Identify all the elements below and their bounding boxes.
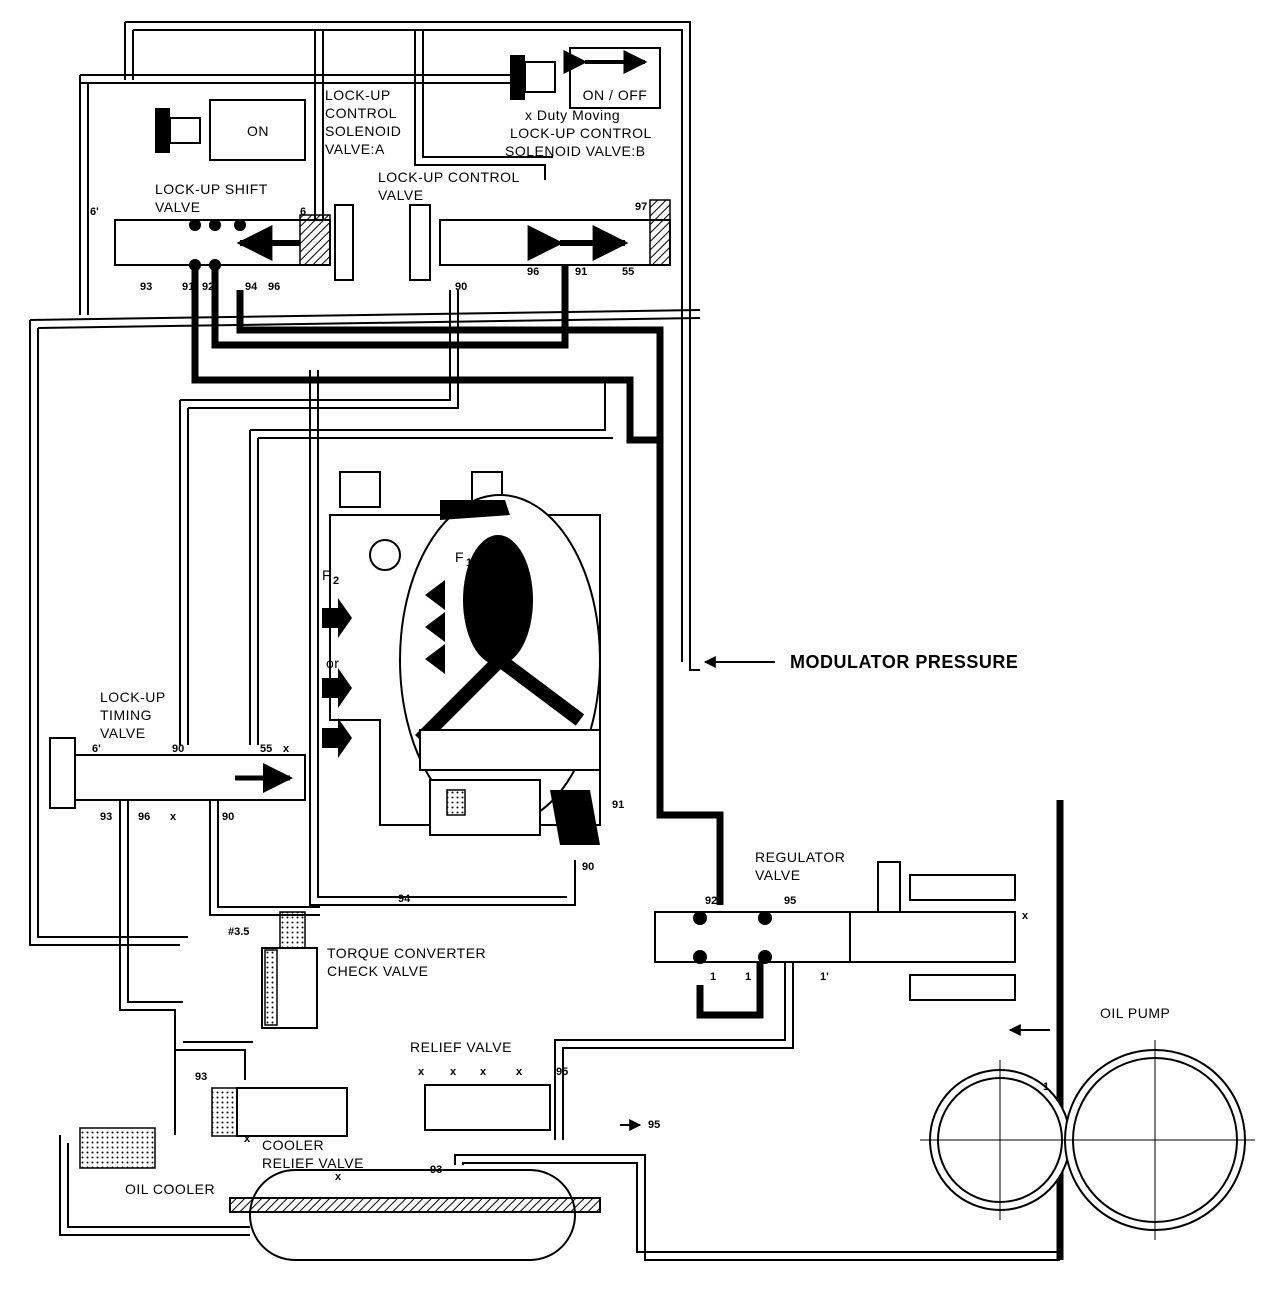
- lock-up-shift-valve: LOCK-UP SHIFT VALVE 6' 6 93 91 92 94 96: [90, 181, 354, 293]
- oil-pump: OIL PUMP 1: [920, 1005, 1255, 1240]
- force-f2: F: [322, 567, 331, 583]
- svg-text:x: x: [283, 743, 290, 755]
- svg-text:96: 96: [268, 281, 280, 293]
- solenoid-a-label: LOCK-UP CONTROL SOLENOID VALVE:A: [325, 87, 401, 157]
- svg-text:CONTROL: CONTROL: [325, 105, 397, 121]
- svg-text:2: 2: [333, 575, 339, 587]
- svg-text:1: 1: [1043, 1081, 1049, 1093]
- relief-valve: RELIEF VALVE x x x x 95 95: [410, 1039, 660, 1131]
- pipe-network-thick: [191, 260, 1064, 1260]
- svg-text:92: 92: [202, 281, 214, 293]
- solenoid-b-state: ON / OFF: [583, 87, 648, 103]
- svg-text:LOCK-UP CONTROL: LOCK-UP CONTROL: [510, 125, 652, 141]
- lock-up-control-valve: LOCK-UP CONTROL VALVE 97 90 96 91 55: [378, 169, 671, 293]
- solenoid-b-label: x Duty Moving LOCK-UP CONTROL SOLENOID V…: [505, 107, 652, 159]
- svg-text:TORQUE CONVERTER: TORQUE CONVERTER: [327, 945, 486, 961]
- svg-text:90: 90: [582, 861, 594, 873]
- svg-text:6: 6: [300, 206, 306, 218]
- lock-up-timing-valve: LOCK-UP TIMING VALVE 6' 90 55 x 93 96 x …: [49, 689, 306, 823]
- svg-text:CHECK VALVE: CHECK VALVE: [327, 963, 428, 979]
- svg-text:VALVE: VALVE: [100, 725, 146, 741]
- torque-converter: F 1 F 2 or 91 90 94: [322, 471, 624, 905]
- svg-text:93: 93: [195, 1071, 207, 1083]
- oil-cooler: OIL COOLER 93 x: [79, 1127, 601, 1261]
- svg-text:OIL PUMP: OIL PUMP: [1100, 1005, 1170, 1021]
- svg-text:VALVE: VALVE: [155, 199, 201, 215]
- svg-text:1: 1: [466, 557, 472, 569]
- svg-text:COOLER: COOLER: [262, 1137, 324, 1153]
- svg-text:95: 95: [784, 895, 796, 907]
- svg-text:OIL COOLER: OIL COOLER: [125, 1181, 215, 1197]
- svg-text:90: 90: [172, 743, 184, 755]
- svg-text:REGULATOR: REGULATOR: [755, 849, 845, 865]
- svg-text:x: x: [170, 811, 177, 823]
- pipe-network-thin: [29, 21, 1060, 1261]
- svg-text:VALVE: VALVE: [378, 187, 424, 203]
- svg-text:#3.5: #3.5: [228, 926, 249, 938]
- svg-text:92: 92: [705, 895, 717, 907]
- svg-text:93: 93: [100, 811, 112, 823]
- svg-text:1': 1': [820, 971, 829, 983]
- svg-text:94: 94: [245, 281, 258, 293]
- svg-text:x: x: [1022, 910, 1029, 922]
- torque-converter-check-valve: #3.5 TORQUE CONVERTER CHECK VALVE: [228, 911, 486, 1029]
- svg-text:6': 6': [90, 206, 99, 218]
- svg-text:LOCK-UP CONTROL: LOCK-UP CONTROL: [378, 169, 520, 185]
- svg-text:95: 95: [648, 1119, 660, 1131]
- svg-text:MODULATOR PRESSURE: MODULATOR PRESSURE: [790, 652, 1018, 672]
- solenoid-valve-a: ON: [155, 99, 306, 161]
- svg-text:SOLENOID: SOLENOID: [325, 123, 401, 139]
- svg-text:55: 55: [260, 743, 272, 755]
- svg-text:x: x: [516, 1066, 523, 1078]
- svg-text:91: 91: [575, 266, 587, 278]
- svg-text:6': 6': [92, 743, 101, 755]
- svg-text:x: x: [244, 1133, 251, 1145]
- force-f1: F: [455, 549, 464, 565]
- svg-text:VALVE: VALVE: [755, 867, 801, 883]
- svg-text:95: 95: [556, 1066, 568, 1078]
- svg-text:91: 91: [182, 281, 194, 293]
- svg-text:or: or: [326, 655, 339, 671]
- modulator-pressure-callout: MODULATOR PRESSURE: [703, 652, 1018, 672]
- svg-text:x: x: [335, 1171, 342, 1183]
- svg-text:1: 1: [710, 971, 716, 983]
- svg-text:90: 90: [455, 281, 467, 293]
- svg-text:LOCK-UP: LOCK-UP: [325, 87, 391, 103]
- cooler-relief-valve: 93 x COOLER RELIEF VALVE: [195, 1071, 364, 1171]
- solenoid-valve-b: ON / OFF: [510, 47, 661, 109]
- svg-text:RELIEF VALVE: RELIEF VALVE: [410, 1039, 512, 1055]
- svg-text:96: 96: [527, 266, 539, 278]
- svg-text:LOCK-UP SHIFT: LOCK-UP SHIFT: [155, 181, 268, 197]
- svg-text:93: 93: [140, 281, 152, 293]
- regulator-valve: REGULATOR VALVE 92 95 x 1 1 1': [654, 849, 1029, 1001]
- svg-text:x: x: [450, 1066, 457, 1078]
- svg-text:x: x: [480, 1066, 487, 1078]
- svg-text:55: 55: [622, 266, 634, 278]
- svg-text:97: 97: [635, 201, 647, 213]
- svg-text:LOCK-UP: LOCK-UP: [100, 689, 166, 705]
- svg-text:VALVE:A: VALVE:A: [325, 141, 385, 157]
- svg-text:91: 91: [612, 799, 624, 811]
- svg-text:x Duty Moving: x Duty Moving: [525, 107, 620, 123]
- svg-text:96: 96: [138, 811, 150, 823]
- svg-text:1: 1: [745, 971, 751, 983]
- svg-text:SOLENOID VALVE:B: SOLENOID VALVE:B: [505, 143, 646, 159]
- svg-text:TIMING: TIMING: [100, 707, 152, 723]
- svg-text:94: 94: [398, 893, 411, 905]
- solenoid-a-state: ON: [247, 123, 269, 139]
- svg-text:93: 93: [430, 1164, 442, 1176]
- svg-text:RELIEF VALVE: RELIEF VALVE: [262, 1155, 364, 1171]
- svg-text:x: x: [418, 1066, 425, 1078]
- svg-text:90: 90: [222, 811, 234, 823]
